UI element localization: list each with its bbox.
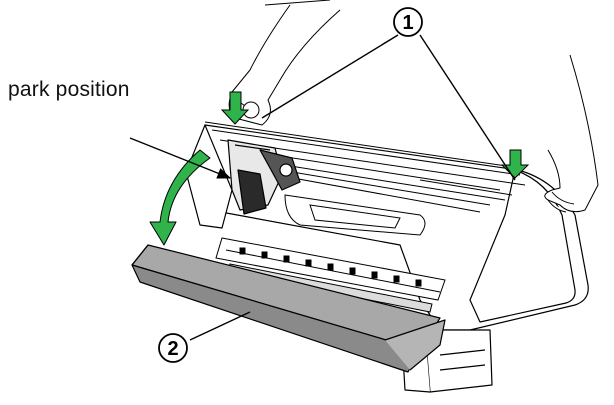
callout-2: 2	[158, 333, 188, 363]
right-hand	[544, 54, 599, 213]
print-head	[227, 139, 301, 215]
callout-1-number: 1	[402, 12, 413, 34]
green-curved-arrow-icon	[149, 149, 211, 246]
left-hand	[228, 0, 341, 126]
front-cover	[131, 244, 446, 373]
tractor-strip	[215, 237, 446, 313]
green-down-arrow-icon	[220, 91, 250, 125]
callout-lines	[129, 34, 516, 341]
callout-2-number: 2	[167, 338, 178, 360]
park-position-label: park position	[8, 78, 130, 101]
callout-1: 1	[393, 7, 423, 37]
paper-guide	[284, 194, 426, 236]
